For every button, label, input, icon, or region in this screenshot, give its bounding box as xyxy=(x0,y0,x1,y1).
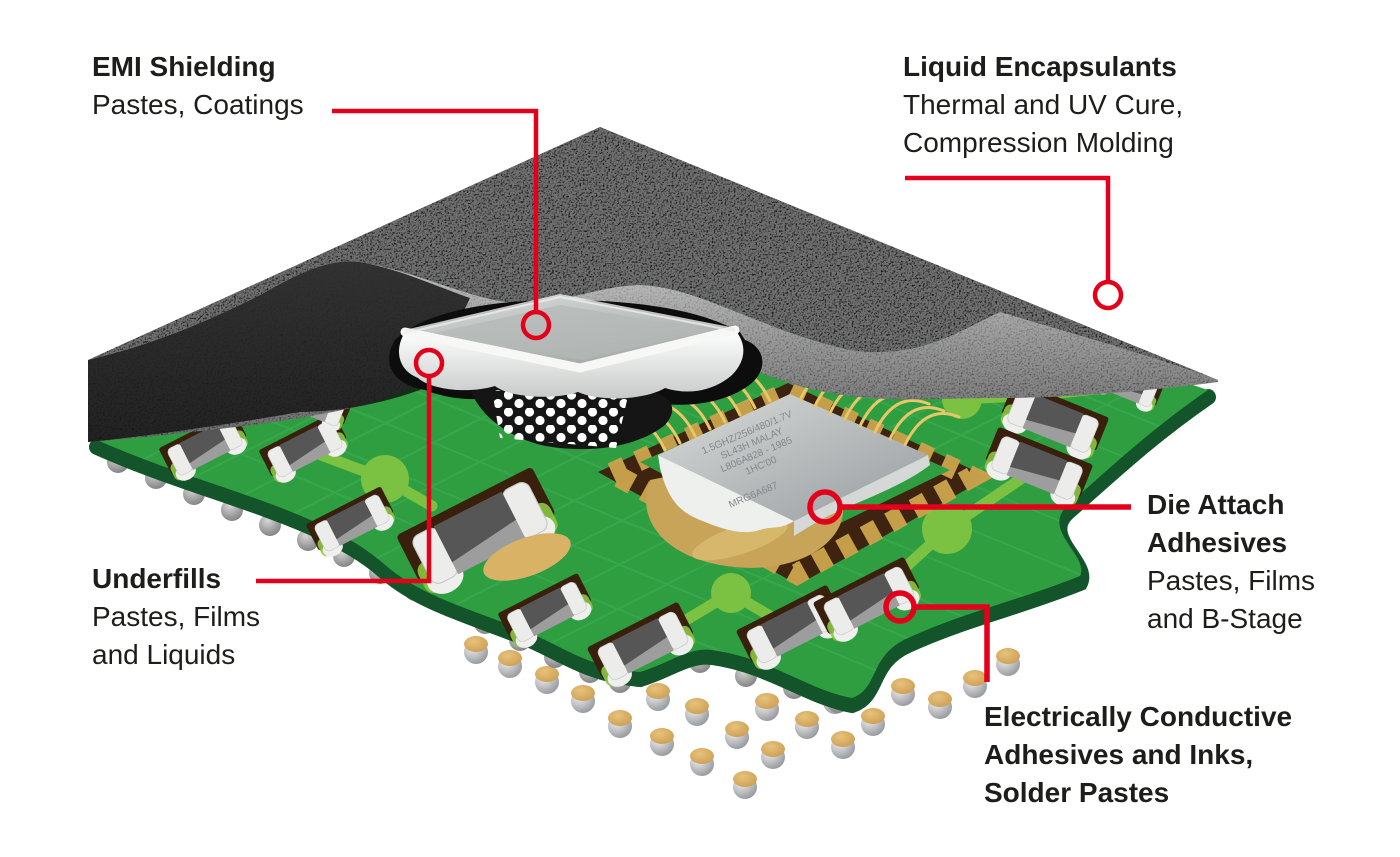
emi-callout xyxy=(332,108,552,341)
mold-cut-shadow-left xyxy=(88,261,470,442)
conductive-title-1: Electrically Conductive xyxy=(984,701,1293,732)
underfills-title: Underfills xyxy=(92,563,222,594)
die-side-right xyxy=(794,455,930,536)
die-attach-subtitle-1: Pastes, Films xyxy=(1147,565,1316,596)
liquid-subtitle-2: Compression Molding xyxy=(903,127,1174,158)
bga-ball-array xyxy=(492,390,628,448)
die-attach-callout-ring xyxy=(807,489,843,525)
emi-callout-line xyxy=(332,108,539,312)
mold-compound-top xyxy=(88,127,1218,380)
underfills-callout-line xyxy=(256,376,432,584)
underfills-subtitle-2: and Liquids xyxy=(92,639,236,670)
underfills-subtitle-1: Pastes, Films xyxy=(92,601,261,632)
underfills-callout xyxy=(256,347,445,584)
shield-can-top-sheen xyxy=(430,305,710,360)
underfills-label: Underfills Pastes, Films and Liquids xyxy=(92,560,260,674)
liquid-callout-line xyxy=(905,175,1111,282)
conductive-callout xyxy=(883,590,990,682)
die-attach-subtitle-2: and B-Stage xyxy=(1147,603,1303,634)
liquid-encapsulants-callout xyxy=(905,175,1124,311)
emi-shielded-package xyxy=(389,293,763,450)
conductive-callout-ring xyxy=(883,590,917,624)
underfills-callout-ring xyxy=(413,347,445,379)
die-side-left xyxy=(658,455,794,533)
liquid-subtitle-1: Thermal and UV Cure, xyxy=(903,89,1184,120)
die-attach-label: Die Attach Adhesives Pastes, Films and B… xyxy=(1147,486,1315,638)
shield-can-skirt xyxy=(398,330,744,399)
shield-can-rim xyxy=(400,325,740,373)
die-gold-finger-pads xyxy=(588,380,996,586)
wirebond-die-assembly: 1.5GHZ/256/480/1.7V SL43H MALAY L806A828… xyxy=(588,367,996,586)
smd-components xyxy=(158,358,1165,693)
liquid-callout-ring xyxy=(1092,279,1124,311)
conductive-callout-line xyxy=(914,604,990,682)
callout-graphics xyxy=(256,108,1131,682)
die-attach-title-2: Adhesives xyxy=(1147,527,1288,558)
emi-title: EMI Shielding xyxy=(92,51,276,82)
liquid-title: Liquid Encapsulants xyxy=(903,51,1177,82)
die-attach-callout xyxy=(807,489,1131,525)
conductive-title-2: Adhesives and Inks, xyxy=(984,739,1254,770)
conductive-adhesives-label: Electrically Conductive Adhesives and In… xyxy=(984,698,1292,812)
underfill-fillet xyxy=(483,533,571,581)
die-attach-title-1: Die Attach xyxy=(1147,489,1285,520)
emi-shielding-label: EMI Shielding Pastes, Coatings xyxy=(92,48,304,124)
liquid-encapsulants-label: Liquid Encapsulants Thermal and UV Cure,… xyxy=(903,48,1183,162)
conductive-title-3: Solder Pastes xyxy=(984,777,1170,808)
emi-subtitle: Pastes, Coatings xyxy=(92,89,304,120)
emi-callout-ring xyxy=(520,309,552,341)
